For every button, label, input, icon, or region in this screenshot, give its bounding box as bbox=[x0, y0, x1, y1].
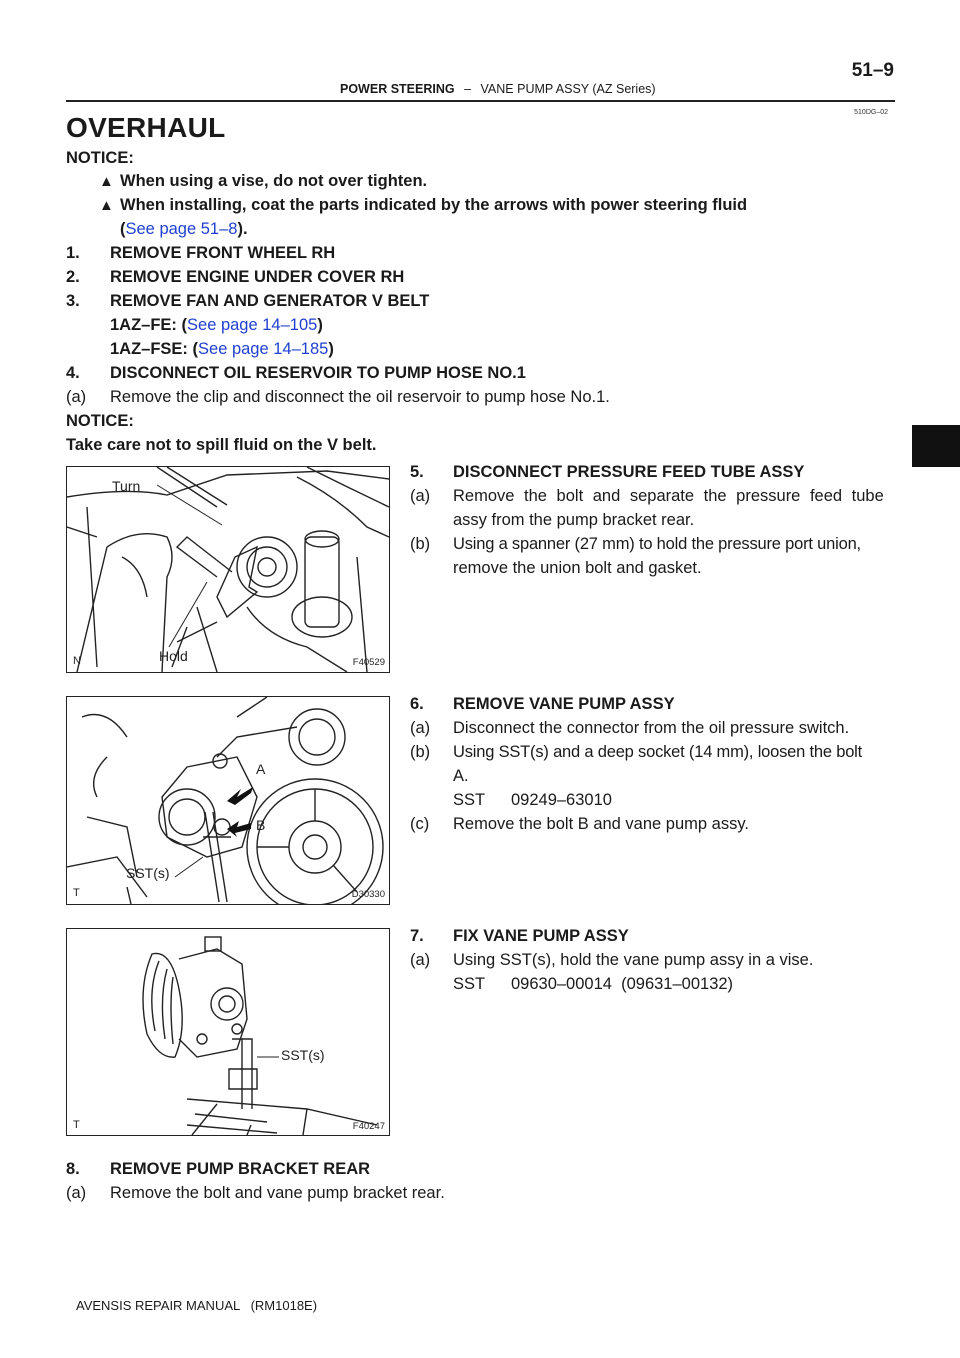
step-7a-sst-number: 09630–00014 (09631–00132) bbox=[511, 975, 734, 993]
figure-corner-mark: T bbox=[73, 1119, 80, 1131]
step-6b-sst-number: 09249–63010 bbox=[511, 791, 612, 809]
step-2-title: REMOVE ENGINE UNDER COVER RH bbox=[110, 268, 405, 286]
step-6b-sst-label: SST bbox=[453, 791, 486, 809]
step-5-title: DISCONNECT PRESSURE FEED TUBE ASSY bbox=[453, 463, 805, 481]
step-6b-text-1: Using SST(s) and a deep socket (14 mm), … bbox=[453, 743, 863, 761]
figure-d30330: A B SST(s) T D30330 bbox=[66, 696, 390, 905]
step-3-ref-1azfe: 1AZ–FE: (See page 14–105) bbox=[110, 316, 323, 334]
step-4-number: 4. bbox=[66, 364, 80, 382]
figure-label-a: A bbox=[256, 761, 266, 777]
step-8a-label: (a) bbox=[66, 1184, 87, 1202]
notice-2-text: Take care not to spill fluid on the V be… bbox=[66, 436, 377, 454]
step-5b-text-1: Using a spanner (27 mm) to hold the pres… bbox=[453, 535, 861, 553]
step-6a-text: Disconnect the connector from the oil pr… bbox=[453, 719, 850, 737]
figure-f40529: Turn Hold N F40529 bbox=[66, 466, 390, 673]
figure-label-turn: Turn bbox=[112, 478, 141, 494]
step-5a-label: (a) bbox=[410, 487, 431, 505]
step-8-number: 8. bbox=[66, 1160, 80, 1178]
step-5b-label: (b) bbox=[410, 535, 431, 553]
step-5-number: 5. bbox=[410, 463, 424, 481]
running-header: POWER STEERING – VANE PUMP ASSY (AZ Seri… bbox=[340, 82, 656, 96]
step-1-title: REMOVE FRONT WHEEL RH bbox=[110, 244, 336, 262]
header-separator: – bbox=[464, 82, 472, 96]
step-6c-text: Remove the bolt B and vane pump assy. bbox=[453, 815, 749, 833]
step-6-number: 6. bbox=[410, 695, 424, 713]
figure-label-b: B bbox=[256, 817, 266, 833]
step-3-ref-1azfse: 1AZ–FSE: (See page 14–185) bbox=[110, 340, 334, 358]
step-7-title: FIX VANE PUMP ASSY bbox=[453, 927, 629, 945]
step-5b-text-2: remove the union bolt and gasket. bbox=[453, 559, 702, 577]
step-7-number: 7. bbox=[410, 927, 424, 945]
step-8a-text: Remove the bolt and vane pump bracket re… bbox=[110, 1184, 445, 1202]
step-7a-label: (a) bbox=[410, 951, 431, 969]
figure-code: F40529 bbox=[352, 657, 385, 668]
step-3-title: REMOVE FAN AND GENERATOR V BELT bbox=[110, 292, 430, 310]
notice-bullet-2-ref: (See page 51–8). bbox=[120, 220, 248, 238]
header-section: POWER STEERING bbox=[340, 82, 455, 96]
step-4a-text: Remove the clip and disconnect the oil r… bbox=[110, 388, 610, 406]
figure-f40247: SST(s) T F40247 bbox=[66, 928, 390, 1136]
step-6-title: REMOVE VANE PUMP ASSY bbox=[453, 695, 675, 713]
step-1-number: 1. bbox=[66, 244, 80, 262]
step-6b-text-2: A. bbox=[453, 767, 469, 785]
step-6a-label: (a) bbox=[410, 719, 431, 737]
header-subsection: VANE PUMP ASSY (AZ Series) bbox=[480, 82, 656, 96]
see-page-14-185-link[interactable]: See page 14–185 bbox=[198, 340, 329, 358]
triangle-bullet-icon: ▲ bbox=[99, 173, 114, 190]
step-7a-text: Using SST(s), hold the vane pump assy in… bbox=[453, 951, 814, 969]
step-8-title: REMOVE PUMP BRACKET REAR bbox=[110, 1160, 371, 1178]
document-id: 510DG–02 bbox=[854, 109, 888, 116]
see-page-51-8-link[interactable]: See page 51–8 bbox=[125, 220, 238, 238]
notice-bullet-2: When installing, coat the parts indicate… bbox=[120, 196, 748, 214]
step-4-title: DISCONNECT OIL RESERVOIR TO PUMP HOSE NO… bbox=[110, 364, 526, 382]
pump-in-vise-illustration bbox=[142, 936, 378, 1135]
figure-label-hold: Hold bbox=[159, 648, 188, 664]
section-tab-marker bbox=[912, 425, 960, 467]
notice-label: NOTICE: bbox=[66, 149, 134, 167]
figure-code: F40247 bbox=[352, 1121, 385, 1132]
see-page-14-105-link[interactable]: See page 14–105 bbox=[187, 316, 318, 334]
header-rule bbox=[66, 100, 895, 102]
pump-hold-turn-illustration bbox=[67, 467, 389, 672]
step-5a-text-2: assy from the pump bracket rear. bbox=[453, 511, 695, 529]
step-3-number: 3. bbox=[66, 292, 80, 310]
figure-code: D30330 bbox=[351, 889, 385, 900]
step-6b-label: (b) bbox=[410, 743, 431, 761]
step-6c-label: (c) bbox=[410, 815, 430, 833]
notice-2-label: NOTICE: bbox=[66, 412, 134, 430]
step-2-number: 2. bbox=[66, 268, 80, 286]
figure-corner-mark: N bbox=[73, 655, 81, 667]
figure-label-sst: SST(s) bbox=[281, 1047, 325, 1063]
page-number: 51–9 bbox=[851, 60, 894, 81]
vane-pump-bolts-illustration bbox=[67, 697, 384, 904]
step-4a-label: (a) bbox=[66, 388, 87, 406]
page-title: OVERHAUL bbox=[66, 112, 226, 143]
step-7a-sst-label: SST bbox=[453, 975, 486, 993]
figure-label-sst: SST(s) bbox=[126, 865, 170, 881]
figure-corner-mark: T bbox=[73, 887, 80, 899]
footer-manual-id: AVENSIS REPAIR MANUAL (RM1018E) bbox=[76, 1298, 318, 1313]
triangle-bullet-icon: ▲ bbox=[99, 197, 114, 214]
step-5a-text-1: Remove the bolt and separate the pressur… bbox=[453, 487, 884, 505]
notice-bullet-1: When using a vise, do not over tighten. bbox=[120, 172, 428, 190]
